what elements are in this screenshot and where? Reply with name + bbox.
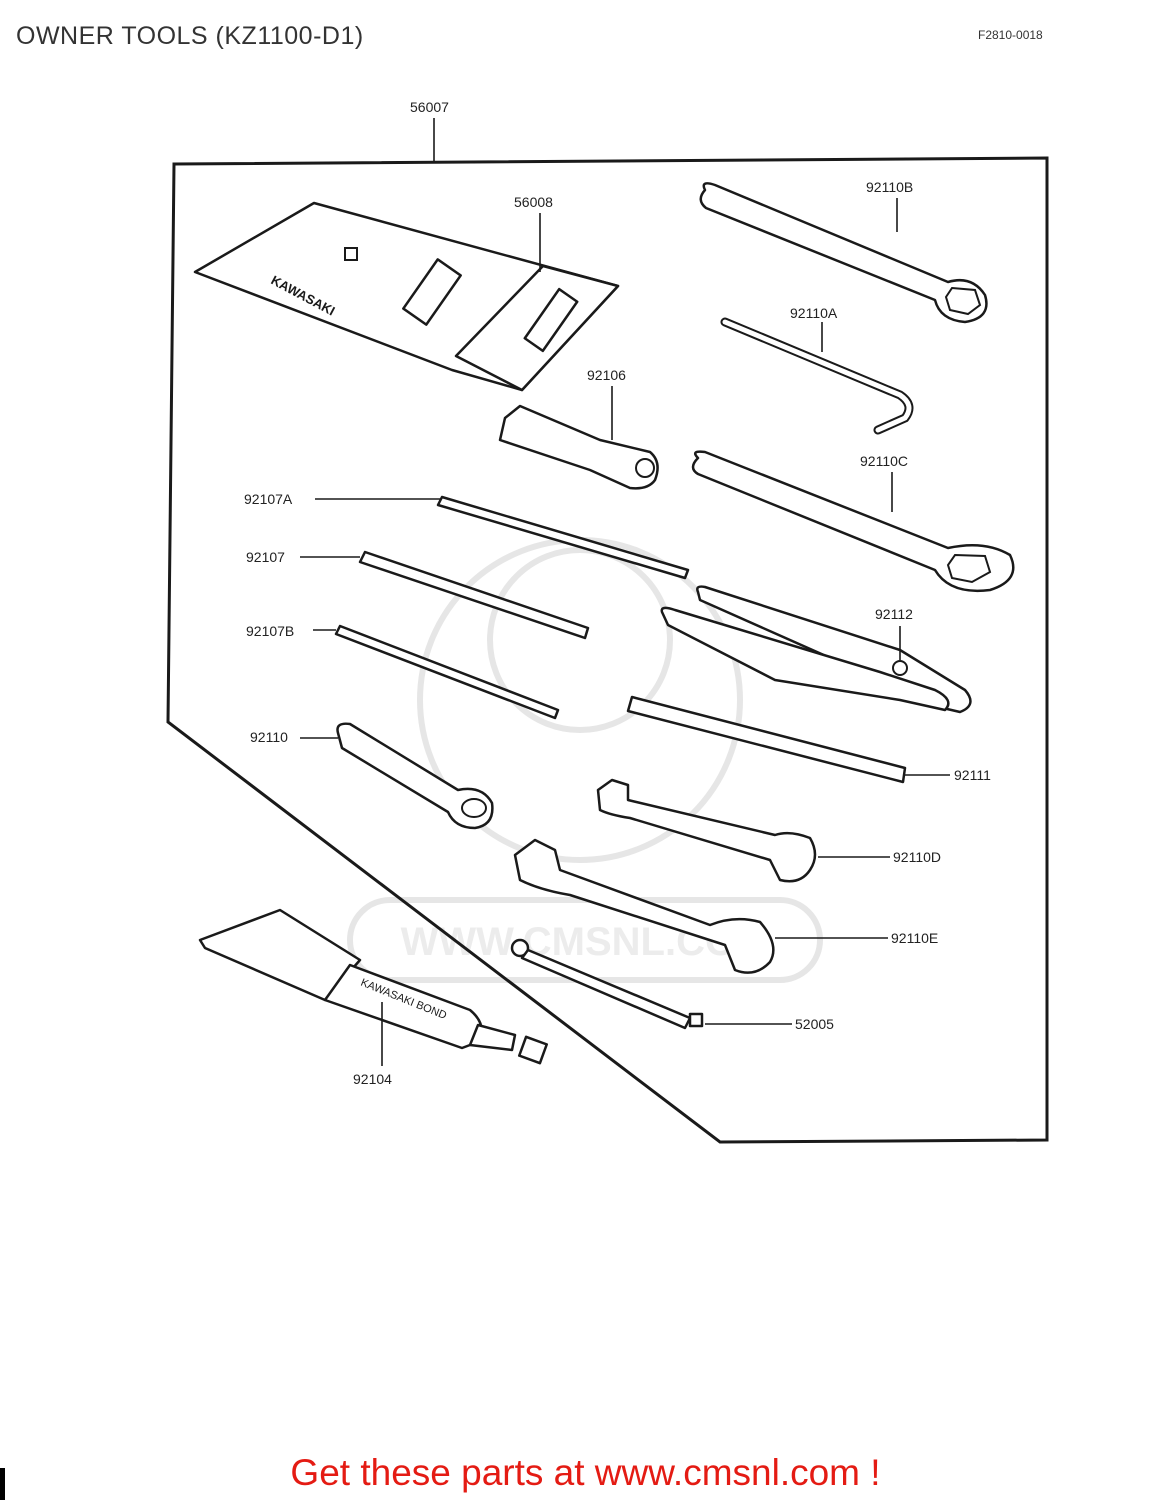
bar-92111 [626,695,907,784]
part-label-92107: 92107 [246,549,285,565]
part-label-92107a: 92107A [244,491,293,507]
pliers-92112 [660,585,972,714]
part-label-92106: 92106 [587,367,626,383]
bond-tube-92104: KAWASAKI BOND [198,908,549,1065]
tool-pouch: KAWASAKI [193,201,620,392]
get-parts-link[interactable]: Get these parts at www.cmsnl.com ! [290,1452,881,1493]
part-label-56008: 56008 [514,194,553,210]
page-title: OWNER TOOLS (KZ1100-D1) [16,22,364,50]
part-label-92110a: 92110A [790,305,838,321]
ring-wrench-92110b [699,182,988,324]
screwdriver-92107 [358,550,590,640]
driver-handle-92106 [498,404,659,490]
part-label-92110b: 92110B [866,179,913,195]
part-label-56007: 56007 [410,99,449,115]
ring-wrench-92110c [691,450,1015,592]
open-wrench-92110e [513,838,775,974]
screwdriver-92107a [436,495,690,580]
part-label-92110: 92110 [250,729,288,745]
plug-tool-52005 [510,938,704,1030]
part-label-52005: 52005 [795,1016,834,1032]
box-wrench-92110 [336,722,494,830]
part-label-92111: 92111 [954,767,991,783]
part-label-92112: 92112 [875,606,913,622]
part-label-92110e: 92110E [891,930,938,946]
edge-mark [0,1468,5,1500]
part-label-92107b: 92107B [246,623,294,639]
tool-kit-outline [166,156,1049,1144]
part-label-92110c: 92110C [860,453,908,469]
hex-key-92110a [720,317,914,435]
screwdriver-92107b [334,624,560,720]
part-label-92110d: 92110D [893,849,941,865]
open-wrench-92110d [596,778,817,883]
diagram-code: F2810-0018 [978,28,1043,42]
part-label-92104: 92104 [353,1071,392,1087]
